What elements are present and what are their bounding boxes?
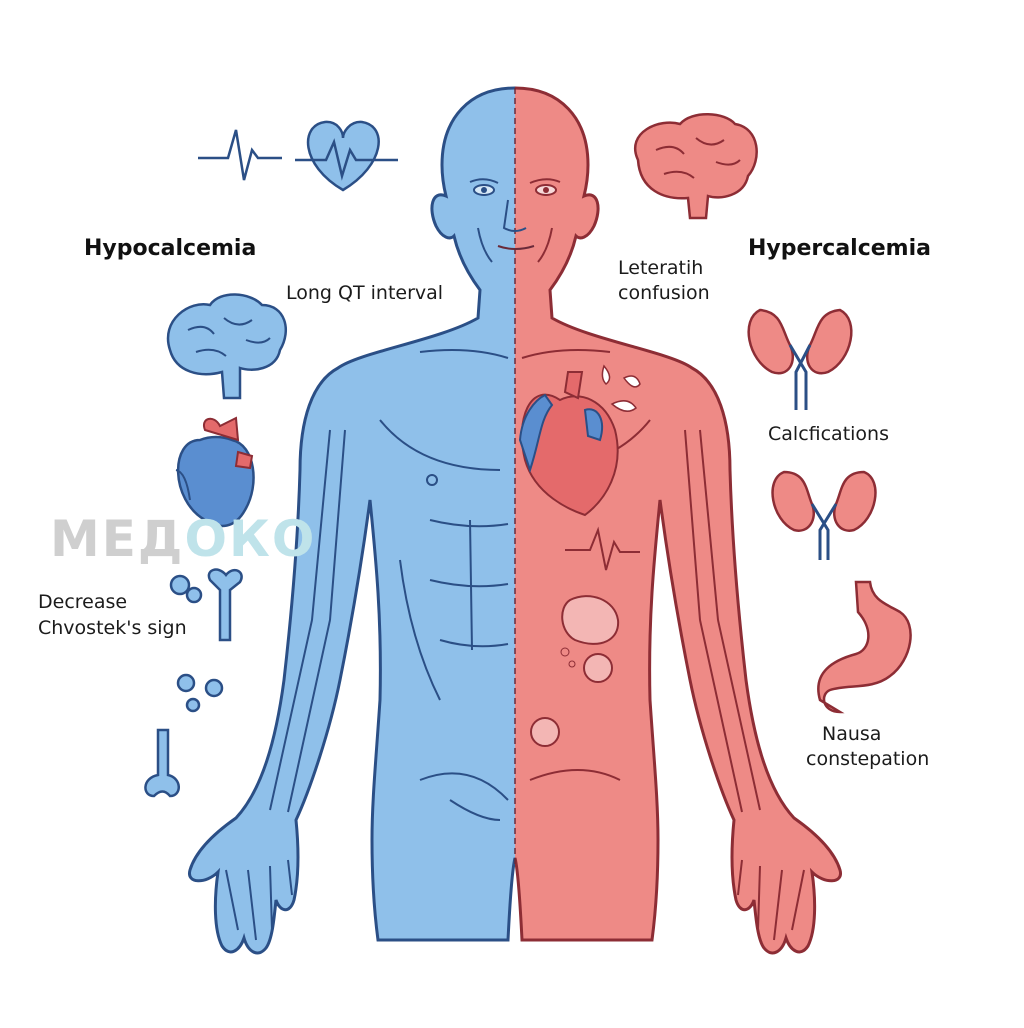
label-nausea-line1: Nausa	[822, 722, 881, 746]
bone-icon	[145, 570, 241, 796]
heart-ecg-icon	[295, 122, 398, 190]
title-hypercalcemia: Hypercalcemia	[748, 236, 931, 261]
brain-icon	[168, 294, 286, 398]
kidney-icon	[749, 310, 852, 410]
stomach-icon	[818, 582, 910, 712]
label-calcifications: Calcfications	[768, 422, 889, 446]
label-long-qt: Long QT interval	[286, 281, 443, 305]
label-decrease-line1: Decrease	[38, 590, 127, 614]
label-lethargy-line1: Leteratih	[618, 256, 703, 280]
kidney-icon-lower	[773, 472, 876, 560]
title-hypocalcemia: Hypocalcemia	[84, 236, 256, 261]
label-nausea-line2: constepation	[806, 747, 929, 771]
ecg-icon	[198, 130, 282, 180]
watermark-logo: МЕДОКО	[50, 510, 316, 568]
label-lethargy-line2: confusion	[618, 281, 710, 305]
brain-icon-right	[635, 114, 756, 218]
label-decrease-line2: Chvostek's sign	[38, 616, 187, 640]
